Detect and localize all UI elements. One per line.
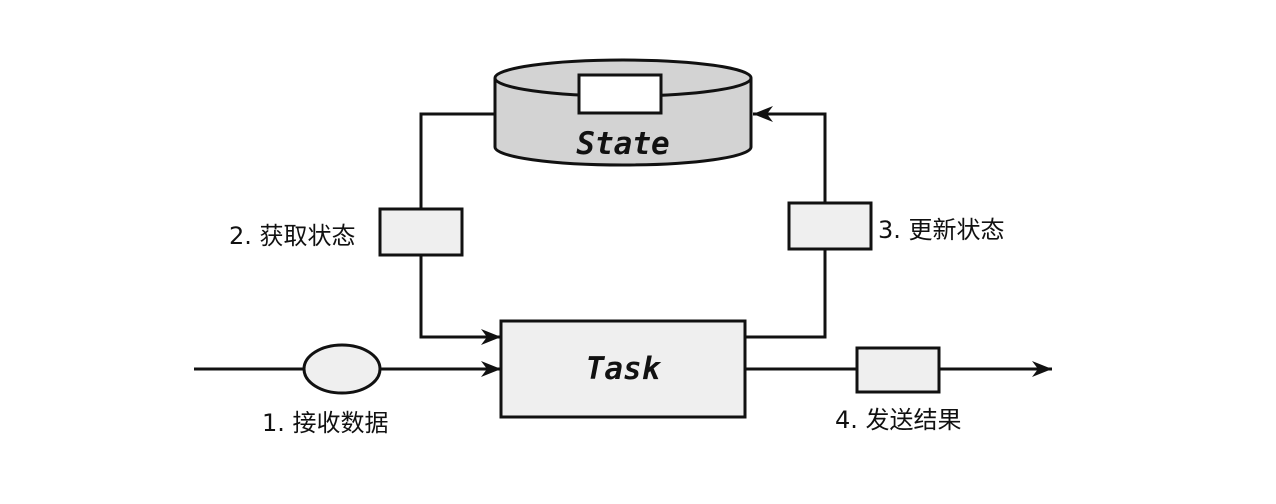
output-record-box: [855, 346, 941, 394]
state-inner-record-box: [577, 73, 663, 115]
step-label-send: 4. 发送结果: [835, 406, 962, 434]
state-cylinder-body: [493, 78, 753, 167]
task-label: Task: [586, 351, 662, 387]
input-record-ellipse: [302, 343, 382, 395]
update-state-box: [787, 201, 873, 251]
step-label-update: 3. 更新状态: [878, 216, 1005, 244]
task-box: [499, 319, 747, 419]
state-label: State: [576, 126, 669, 162]
step-label-receive: 1. 接收数据: [262, 409, 389, 437]
step-label-fetch: 2. 获取状态: [229, 222, 356, 250]
fetch-state-box: [378, 207, 464, 257]
